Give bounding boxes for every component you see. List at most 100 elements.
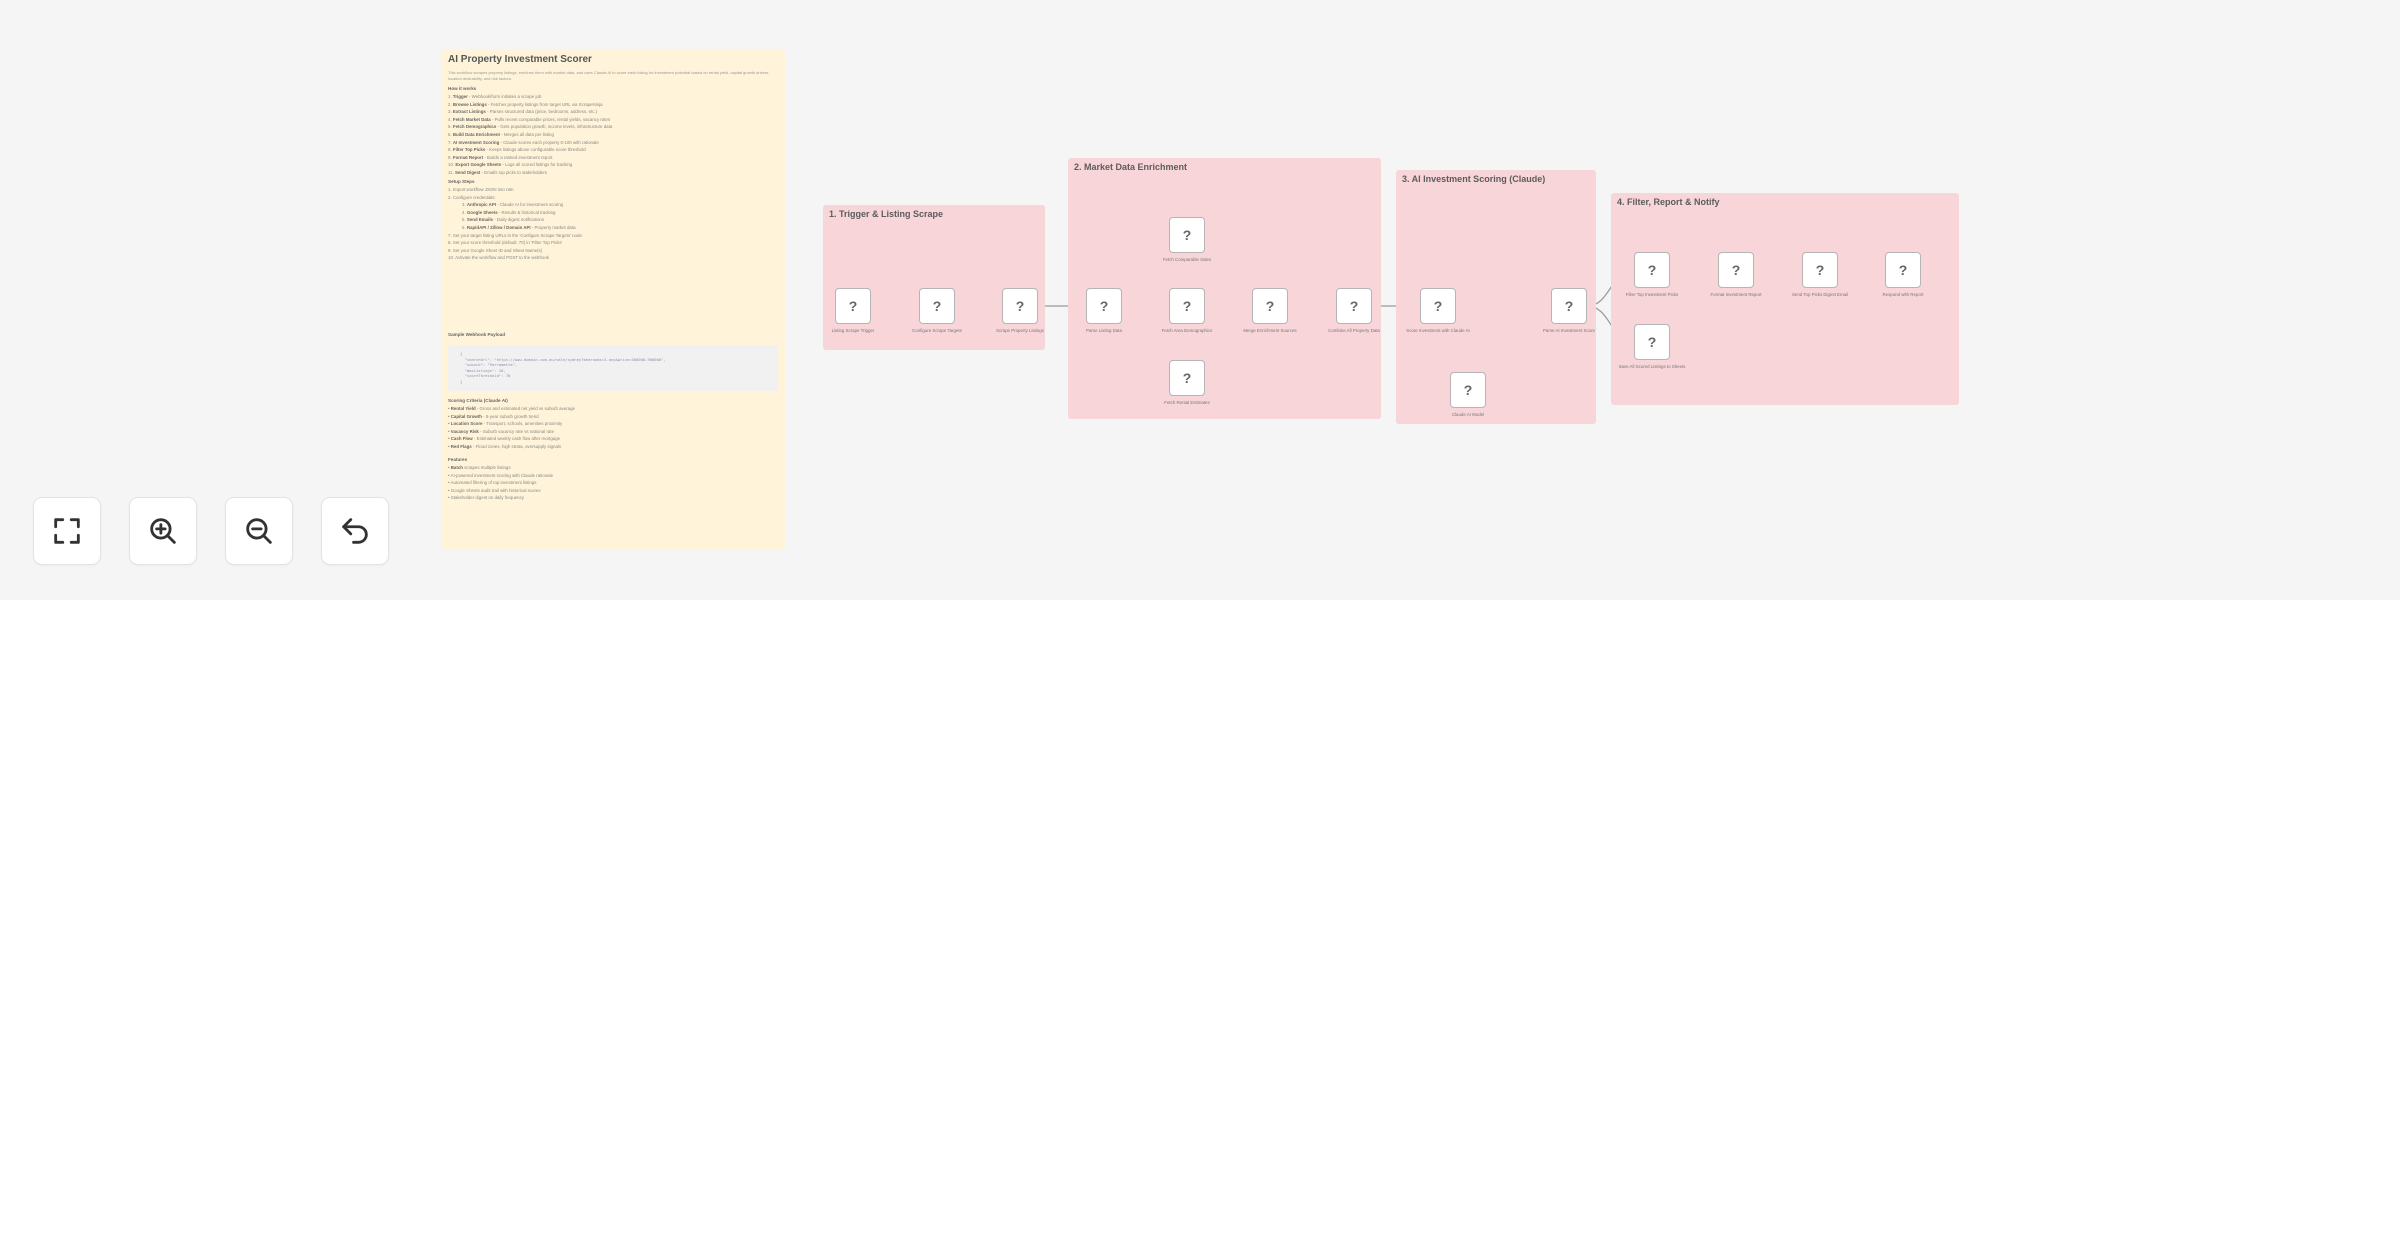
note-list-item: 3. Extract Listings - Parses structured … <box>448 109 598 115</box>
workflow-node[interactable]: ? <box>1634 324 1670 360</box>
unknown-node-icon: ? <box>1731 262 1741 278</box>
unknown-node-icon: ? <box>1463 382 1473 398</box>
sample-payload-code: { "searchUrl": "https://www.domain.com.a… <box>448 345 778 391</box>
workflow-node[interactable]: ? <box>1802 252 1838 288</box>
group-title: 4. Filter, Report & Notify <box>1617 197 1720 207</box>
node-label: Score Investment with Claude AI <box>1406 328 1470 333</box>
unknown-node-icon: ? <box>1433 298 1443 314</box>
zoom-out-icon <box>246 518 272 544</box>
node-label: Claude AI Model <box>1451 412 1485 417</box>
note-list-item: 2. Browse Listings - Fetches property li… <box>448 101 603 107</box>
note-list-item: • Vacancy Risk - Suburb vacancy rate vs … <box>448 428 555 434</box>
workflow-node[interactable]: ? <box>1002 288 1038 324</box>
workflow-node[interactable]: ? <box>1086 288 1122 324</box>
unknown-node-icon: ? <box>1265 298 1275 314</box>
note-setup-heading: Setup Steps <box>448 179 475 184</box>
undo-icon <box>342 518 368 544</box>
node-label: Parse AI Investment Score <box>1543 328 1595 333</box>
workflow-node[interactable]: ? <box>1169 360 1205 396</box>
note-scoring-heading: Scoring Criteria (Claude AI) <box>448 398 508 403</box>
unknown-node-icon: ? <box>1898 262 1908 278</box>
note-features-heading: Features <box>448 457 468 462</box>
unknown-node-icon: ? <box>1015 298 1025 314</box>
workflow-node[interactable]: ? <box>1252 288 1288 324</box>
node-label: Send Top Picks Digest Email <box>1791 292 1849 297</box>
node-label: Fetch Comparable Sales <box>1162 257 1212 262</box>
note-list-item: • Red Flags - Flood zones, high strata, … <box>448 443 562 449</box>
note-list-item: 4. Fetch Market Data - Pulls recent comp… <box>448 116 611 122</box>
note-intro: This workflow scrapes property listings,… <box>448 70 770 81</box>
sticky-note[interactable]: AI Property Investment Scorer This workf… <box>441 50 785 550</box>
unknown-node-icon: ? <box>1349 298 1359 314</box>
workflow-node[interactable]: ? <box>1169 288 1205 324</box>
workflow-node[interactable]: ? <box>1718 252 1754 288</box>
note-list-item: • Rental Yield - Gross and estimated net… <box>448 406 575 411</box>
workflow-canvas[interactable]: AI Property Investment Scorer This workf… <box>0 0 2400 600</box>
note-list-item: 2. Configure credentials: <box>448 194 496 200</box>
note-list-item: 10. Activate the workflow and POST to th… <box>448 255 549 261</box>
workflow-node[interactable]: ? <box>1551 288 1587 324</box>
note-list-item: 1. Trigger - Webhook/form initiates a sc… <box>448 94 542 99</box>
workflow-node[interactable]: ? <box>1885 252 1921 288</box>
node-label: Format Investment Report <box>1710 292 1762 297</box>
note-list-item: 4. Google Sheets - Results & historical … <box>462 209 556 215</box>
note-list-item: 5. Send Emails - Daily digest notificati… <box>462 217 545 223</box>
zoom-in-icon <box>150 518 176 544</box>
zoom-out-button[interactable] <box>225 497 293 565</box>
note-list-item: 9. Format Report - Builds a ranked inves… <box>448 154 553 160</box>
note-list-item: • Batch scrapes multiple listings <box>448 465 511 470</box>
workflow-node[interactable]: ? <box>1169 217 1205 253</box>
note-scoring-list: • Rental Yield - Gross and estimated net… <box>448 405 774 451</box>
unknown-node-icon: ? <box>1815 262 1825 278</box>
workflow-node[interactable]: ? <box>835 288 871 324</box>
note-how-it-works-list: 1. Trigger - Webhook/form initiates a sc… <box>448 93 774 177</box>
unknown-node-icon: ? <box>848 298 858 314</box>
workflow-node[interactable]: ? <box>1336 288 1372 324</box>
note-list-item: • AI-powered investment scoring with Cla… <box>448 472 554 478</box>
note-list-item: 9. Set your Google Sheet ID and Sheet Na… <box>448 247 543 253</box>
workflow-node[interactable]: ? <box>1450 372 1486 408</box>
zoom-in-button[interactable] <box>129 497 197 565</box>
unknown-node-icon: ? <box>1647 334 1657 350</box>
note-list-item: 6. Build Data Enrichment - Merges all da… <box>448 131 554 137</box>
note-list-item: 3. Anthropic API - Claude AI for investm… <box>462 202 564 208</box>
node-label: Listing Scrape Trigger <box>831 328 875 333</box>
note-list-item: 5. Fetch Demographics - Gets population … <box>448 124 613 130</box>
node-label: Merge Enrichment Sources <box>1243 328 1297 333</box>
node-label: Fetch Area Demographics <box>1161 328 1213 333</box>
node-label: Scrape Property Listings <box>996 328 1044 333</box>
workflow-node[interactable]: ? <box>1420 288 1456 324</box>
workflow-node[interactable]: ? <box>919 288 955 324</box>
group-filter-report-notify[interactable]: 4. Filter, Report & Notify <box>1611 193 1959 405</box>
group-title: 1. Trigger & Listing Scrape <box>829 209 944 219</box>
note-sample-heading: Sample Webhook Payload <box>448 332 506 337</box>
note-list-item: • Stakeholder digest on daily frequency <box>448 495 524 501</box>
fit-view-button[interactable] <box>33 497 101 565</box>
unknown-node-icon: ? <box>1182 298 1192 314</box>
node-label: Combine All Property Data <box>1328 328 1380 333</box>
note-list-item: • Cash Flow - Estimated weekly cash flow… <box>448 436 561 442</box>
note-list-item: 7. Set your target listing URLs in the '… <box>448 232 582 238</box>
note-list-item: 1. Import workflow JSON into n8n <box>448 187 514 192</box>
unknown-node-icon: ? <box>1647 262 1657 278</box>
node-label: Save All Scored Listings to Sheets <box>1618 364 1686 369</box>
group-title: 2. Market Data Enrichment <box>1074 162 1188 172</box>
note-list-item: • Location Score - Transport, schools, a… <box>448 421 563 427</box>
unknown-node-icon: ? <box>1182 227 1192 243</box>
note-list-item: 8. Filter Top Picks - Keeps listings abo… <box>448 147 586 153</box>
note-list-item: 11. Send Digest - Emails top picks to st… <box>448 169 547 175</box>
node-label: Fetch Rental Estimates <box>1164 400 1210 405</box>
note-how-it-works-heading: How it works <box>448 86 477 91</box>
workflow-node[interactable]: ? <box>1634 252 1670 288</box>
unknown-node-icon: ? <box>1182 370 1192 386</box>
group-title: 3. AI Investment Scoring (Claude) <box>1402 174 1546 184</box>
unknown-node-icon: ? <box>1564 298 1574 314</box>
unknown-node-icon: ? <box>932 298 942 314</box>
note-list-item: 10. Export Google Sheets - Logs all scor… <box>448 162 573 168</box>
note-title: AI Property Investment Scorer <box>448 54 592 65</box>
note-list-item: • Capital Growth - 5-year suburb growth … <box>448 413 539 419</box>
reset-zoom-button[interactable] <box>321 497 389 565</box>
note-features-list: • Batch scrapes multiple listings • AI-po… <box>448 464 774 502</box>
group-trigger-listing-scrape[interactable]: 1. Trigger & Listing Scrape <box>823 205 1045 350</box>
note-list-item: • Automated filtering of top investment … <box>448 480 537 486</box>
